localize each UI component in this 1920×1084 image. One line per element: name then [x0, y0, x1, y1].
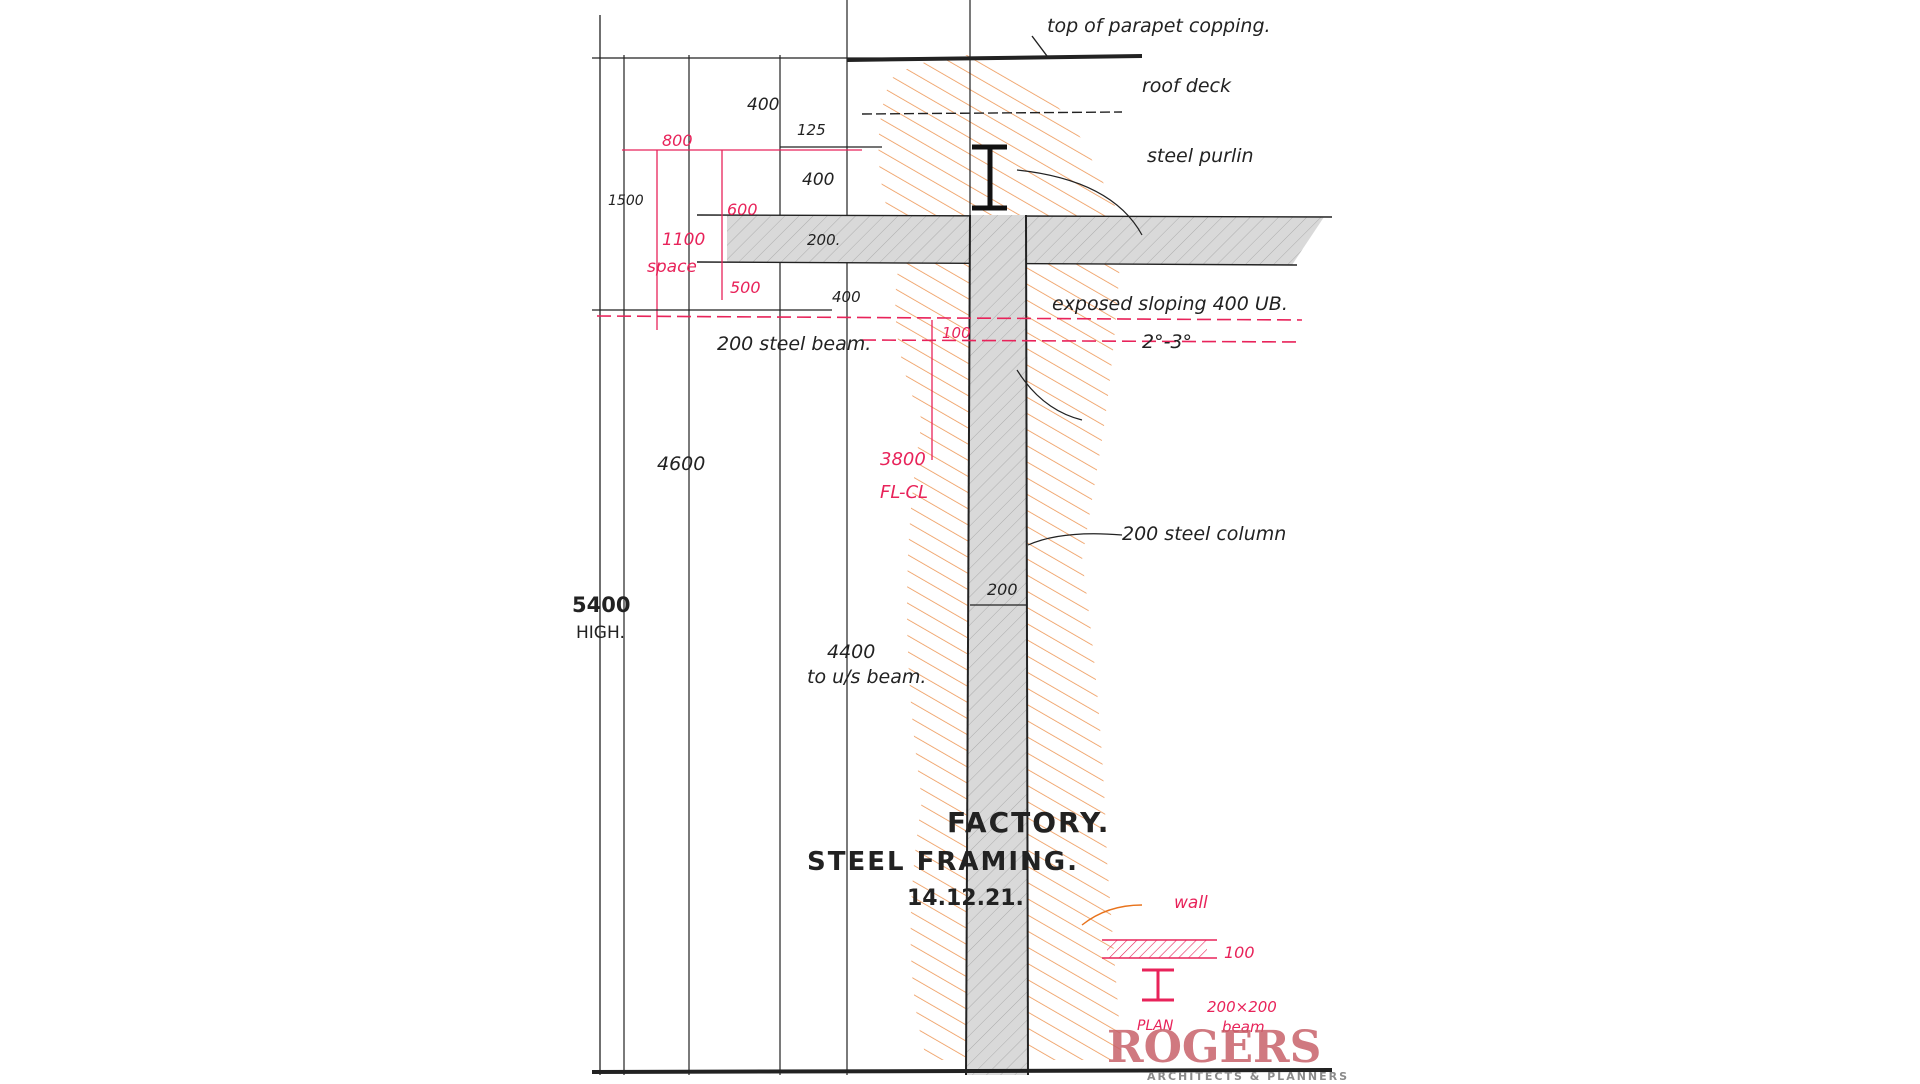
- plan-beam-size: 200×200: [1207, 998, 1277, 1016]
- sloping-leader: [1016, 369, 1083, 421]
- parapet-arrow: [1031, 35, 1048, 57]
- plan-wall-label: wall: [1174, 893, 1208, 913]
- label-height-1500: 1500: [608, 193, 644, 209]
- dim-125: 125: [797, 121, 826, 139]
- beam-level-line-2: [861, 339, 1303, 343]
- title-factory: FACTORY.: [947, 806, 1110, 839]
- label-exposed-sloping: exposed sloping 400 UB.: [1052, 293, 1288, 315]
- beam-level-line: [596, 315, 1303, 321]
- label-steel-beam: 200 steel beam.: [717, 333, 871, 355]
- plan-100-label: 100: [1224, 943, 1255, 962]
- dim-space: space: [647, 257, 697, 277]
- dim-3800: 3800: [880, 449, 926, 470]
- steel-column-hatch: [966, 215, 1028, 1075]
- label-top-parapet: top of parapet copping.: [1047, 15, 1271, 37]
- title-date: 14.12.21.: [907, 886, 1024, 911]
- purlin-leader: [1016, 169, 1143, 236]
- dim-600: 600: [727, 200, 758, 219]
- label-5400-high: HIGH.: [576, 623, 625, 643]
- parapet-coping-line: [846, 54, 1143, 62]
- column-right-edge: [1025, 214, 1029, 1076]
- column-left-edge: [965, 214, 971, 1076]
- plan-wall-hatch: [1107, 940, 1207, 958]
- label-steel-column: 200 steel column: [1122, 523, 1286, 545]
- wall-leader: [1081, 904, 1143, 926]
- rogers-tagline: ARCHITECTS & PLANNERS: [1147, 1070, 1349, 1080]
- label-5400-value: 5400: [572, 593, 630, 617]
- dim-400-mid: 400: [802, 170, 834, 190]
- rogers-logo: ROGERS: [1107, 1022, 1321, 1073]
- sketch-drawing: top of parapet copping. roof deck steel …: [572, 0, 1349, 1083]
- dim-100: 100: [942, 324, 971, 342]
- dim-400-top: 400: [747, 95, 779, 115]
- column-leader: [1027, 533, 1123, 546]
- dim-400-low: 400: [832, 288, 861, 306]
- label-slope-degrees: 2°-3°: [1142, 331, 1192, 353]
- ground-line: [591, 1068, 1333, 1074]
- dim-1100: 1100: [662, 230, 705, 250]
- plan-beam-word: beam: [1222, 1018, 1265, 1036]
- dim-200: 200.: [807, 231, 840, 249]
- label-column-width: 200: [987, 580, 1018, 599]
- label-to-us-beam-dim: 4400: [827, 641, 875, 663]
- label-steel-purlin: steel purlin: [1147, 145, 1254, 167]
- dim-fl-cl: FL-CL: [880, 482, 928, 503]
- roof-deck-line: [861, 111, 1123, 115]
- plan-label: PLAN: [1137, 1018, 1174, 1034]
- dim-800: 800: [662, 131, 693, 150]
- sketch-sheet: top of parapet copping. roof deck steel …: [562, 0, 1384, 1083]
- label-to-us-beam: to u/s beam.: [807, 666, 926, 688]
- steel-purlin-section: [972, 144, 1007, 211]
- title-steel-framing: STEEL FRAMING.: [807, 847, 1079, 877]
- label-roof-deck: roof deck: [1142, 75, 1232, 97]
- plan-ibeam-icon: [1142, 968, 1174, 1002]
- dim-500: 500: [730, 278, 761, 297]
- label-height-4600: 4600: [657, 453, 705, 475]
